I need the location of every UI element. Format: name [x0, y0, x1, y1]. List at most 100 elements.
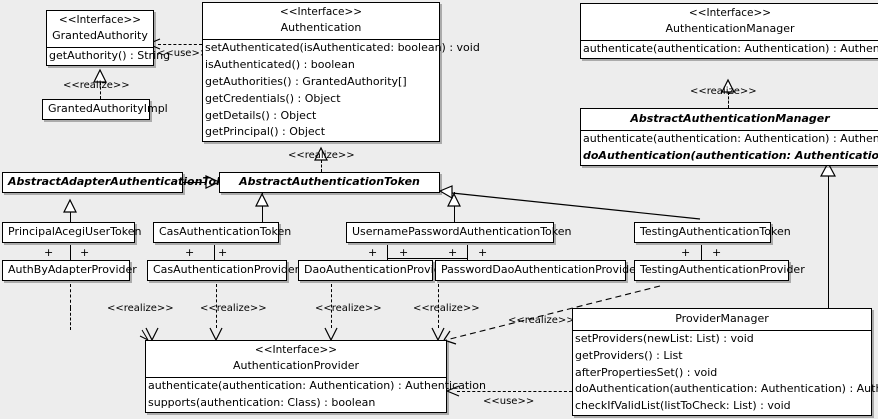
class-authentication-manager-separator: [581, 40, 878, 42]
class-cas-authentication-provider-header: CasAuthenticationProvider: [148, 261, 300, 280]
edge-realize-dao: [331, 284, 332, 328]
class-authentication[interactable]: <<Interface>> Authentication setAuthenti…: [202, 2, 480, 143]
class-abstract-adapter-authentication-token-header: AbstractAdapterAuthenticationToken: [3, 173, 239, 192]
class-authentication-provider-stereotype: <<Interface>>: [254, 344, 338, 356]
class-authentication-provider-header: <<Interface>> AuthenticationProvider: [146, 341, 446, 377]
class-cas-authentication-token[interactable]: CasAuthenticationToken: [153, 222, 292, 243]
class-abstract-authentication-manager-separator: [581, 129, 878, 131]
class-username-password-authentication-token-header: UsernamePasswordAuthenticationToken: [347, 223, 572, 242]
class-principal-acegi-user-token-name: PrincipalAcegiUserToken: [8, 225, 142, 238]
class-abstract-adapter-authentication-token-name: AbstractAdapterAuthenticationToken: [8, 175, 239, 188]
label-realize-dao: <<realize>>: [315, 303, 382, 314]
assoc-plus-cas-left: +: [185, 246, 195, 259]
class-authentication-manager-name: AuthenticationManager: [665, 22, 795, 36]
class-testing-authentication-provider-header: TestingAuthenticationProvider: [635, 261, 805, 280]
operation: supports(authentication: Class) : boolea…: [148, 396, 376, 409]
class-authentication-name: Authentication: [280, 21, 362, 35]
class-abstract-authentication-token-header: AbstractAuthenticationToken: [220, 173, 439, 192]
class-abstract-authentication-token[interactable]: AbstractAuthenticationToken: [219, 172, 440, 193]
label-realize-providermanager: <<realize>>: [508, 315, 575, 326]
class-abstract-authentication-manager[interactable]: AbstractAuthenticationManager authentica…: [580, 108, 878, 166]
operation: afterPropertiesSet() : void: [575, 365, 718, 379]
edge-testingtoken-to-testingprovider: [701, 245, 702, 260]
class-provider-manager[interactable]: ProviderManager setProviders(newList: Li…: [572, 308, 878, 417]
operation: getDetails() : Object: [205, 108, 317, 122]
class-authentication-operations: setAuthenticated(isAuthenticated: boolea…: [203, 40, 480, 141]
edge-userpasstoken-to-passworddaoprovider: [467, 245, 468, 260]
class-abstract-authentication-manager-name: AbstractAuthenticationManager: [630, 112, 830, 125]
edge-providermanager-to-abstractmanager: [828, 176, 829, 308]
class-abstract-adapter-authentication-token[interactable]: AbstractAdapterAuthenticationToken: [2, 172, 239, 193]
class-dao-authentication-provider-name: DaoAuthenticationProvider: [304, 263, 452, 276]
assoc-plus-principalacegi-left: +: [44, 246, 54, 259]
operation: setAuthenticated(isAuthenticated: boolea…: [205, 41, 480, 55]
class-testing-authentication-provider-name: TestingAuthenticationProvider: [640, 263, 805, 276]
class-granted-authority-stereotype: <<Interface>>: [58, 14, 142, 26]
label-use-providermanager-authprovider: <<use>>: [483, 396, 535, 407]
class-dao-authentication-provider[interactable]: DaoAuthenticationProvider: [298, 260, 452, 281]
edge-adapter-to-abstracttoken: [183, 182, 206, 183]
class-cas-authentication-token-name: CasAuthenticationToken: [159, 225, 292, 238]
class-auth-by-adapter-provider-name: AuthByAdapterProvider: [8, 263, 137, 276]
class-granted-authority-name: GrantedAuthority: [52, 29, 148, 43]
assoc-plus-passworddao-left: +: [448, 246, 458, 259]
class-authentication-stereotype: <<Interface>>: [279, 6, 363, 18]
edge-usernamepasswordtoken-generalization: [454, 206, 455, 222]
class-password-dao-authentication-provider[interactable]: PasswordDaoAuthenticationProvider: [435, 260, 640, 281]
operation: doAuthentication(authentication: Authent…: [575, 382, 878, 396]
operation: authenticate(authentication: Authenticat…: [583, 131, 878, 145]
class-username-password-authentication-token-name: UsernamePasswordAuthenticationToken: [352, 225, 572, 238]
class-auth-by-adapter-provider-header: AuthByAdapterProvider: [3, 261, 137, 280]
operation: getPrincipal() : Object: [205, 125, 326, 139]
class-abstract-authentication-manager-operations: authenticate(authentication: Authenticat…: [581, 131, 878, 165]
assoc-plus-passworddao-right: +: [478, 246, 488, 259]
class-granted-authority-impl-name: GrantedAuthorityImpl: [48, 102, 168, 115]
class-cas-authentication-provider-name: CasAuthenticationProvider: [153, 263, 300, 276]
label-realize-token-authentication: <<realize>>: [288, 150, 355, 161]
class-authentication-manager[interactable]: <<Interface>> AuthenticationManager auth…: [580, 3, 878, 59]
assoc-plus-dao-left: +: [368, 246, 378, 259]
operation: getAuthorities() : GrantedAuthority[]: [205, 74, 407, 88]
edge-userpasstoken-to-daoprovider: [387, 245, 388, 260]
operation: authenticate(authentication: Authenticat…: [148, 379, 486, 393]
operation: doAuthentication(authentication: Authent…: [583, 148, 878, 162]
class-cas-authentication-provider[interactable]: CasAuthenticationProvider: [147, 260, 300, 281]
assoc-plus-testing-left: +: [681, 246, 691, 259]
operation: isAuthenticated() : boolean: [205, 58, 355, 71]
class-authentication-provider-name: AuthenticationProvider: [232, 359, 360, 373]
class-abstract-authentication-manager-header: AbstractAuthenticationManager: [581, 109, 878, 130]
class-provider-manager-name: ProviderManager: [675, 312, 769, 325]
class-password-dao-authentication-provider-header: PasswordDaoAuthenticationProvider: [436, 261, 640, 280]
assoc-plus-testing-right: +: [712, 246, 722, 259]
edge-realize-authbyadapter: [70, 284, 71, 308]
class-auth-by-adapter-provider[interactable]: AuthByAdapterProvider: [2, 260, 137, 281]
class-authentication-manager-header: <<Interface>> AuthenticationManager: [581, 4, 878, 40]
class-granted-authority-separator: [47, 47, 153, 49]
class-authentication-manager-stereotype: <<Interface>>: [688, 7, 772, 19]
class-granted-authority-header: <<Interface>> GrantedAuthority: [47, 11, 153, 47]
class-testing-authentication-token-name: TestingAuthenticationToken: [640, 225, 791, 238]
operation: authenticate(authentication: Authenticat…: [583, 42, 878, 56]
edge-realize-passworddao: [438, 284, 439, 328]
label-realize-abstract-auth-manager: <<realize>>: [690, 86, 757, 97]
assoc-plus-dao-right: +: [399, 246, 409, 259]
operation: getProviders() : List: [575, 348, 683, 362]
edge-realize-authbyadapter-lower: [70, 308, 71, 330]
class-testing-authentication-provider[interactable]: TestingAuthenticationProvider: [634, 260, 805, 281]
label-realize-grantedauthorityimpl: <<realize>>: [63, 80, 130, 91]
class-principal-acegi-user-token[interactable]: PrincipalAcegiUserToken: [2, 222, 142, 243]
class-username-password-authentication-token[interactable]: UsernamePasswordAuthenticationToken: [346, 222, 572, 243]
edge-realize-abstract-auth-manager: [728, 92, 729, 108]
class-testing-authentication-token[interactable]: TestingAuthenticationToken: [634, 222, 791, 243]
label-realize-cas: <<realize>>: [200, 303, 267, 314]
class-granted-authority[interactable]: <<Interface>> GrantedAuthority getAuthor…: [46, 10, 170, 66]
edge-principalacegiusertoken-generalization: [70, 212, 71, 222]
class-testing-authentication-token-header: TestingAuthenticationToken: [635, 223, 791, 242]
class-authentication-manager-operations: authenticate(authentication: Authenticat…: [581, 41, 878, 58]
edge-realize-cas: [216, 284, 217, 328]
label-use-authentication-grantedauthority: <<use>>: [157, 48, 209, 59]
class-granted-authority-impl[interactable]: GrantedAuthorityImpl: [42, 99, 168, 120]
class-authentication-provider[interactable]: <<Interface>> AuthenticationProvider aut…: [145, 340, 486, 413]
edge-principalacegi-to-authbyadapter: [70, 245, 71, 260]
